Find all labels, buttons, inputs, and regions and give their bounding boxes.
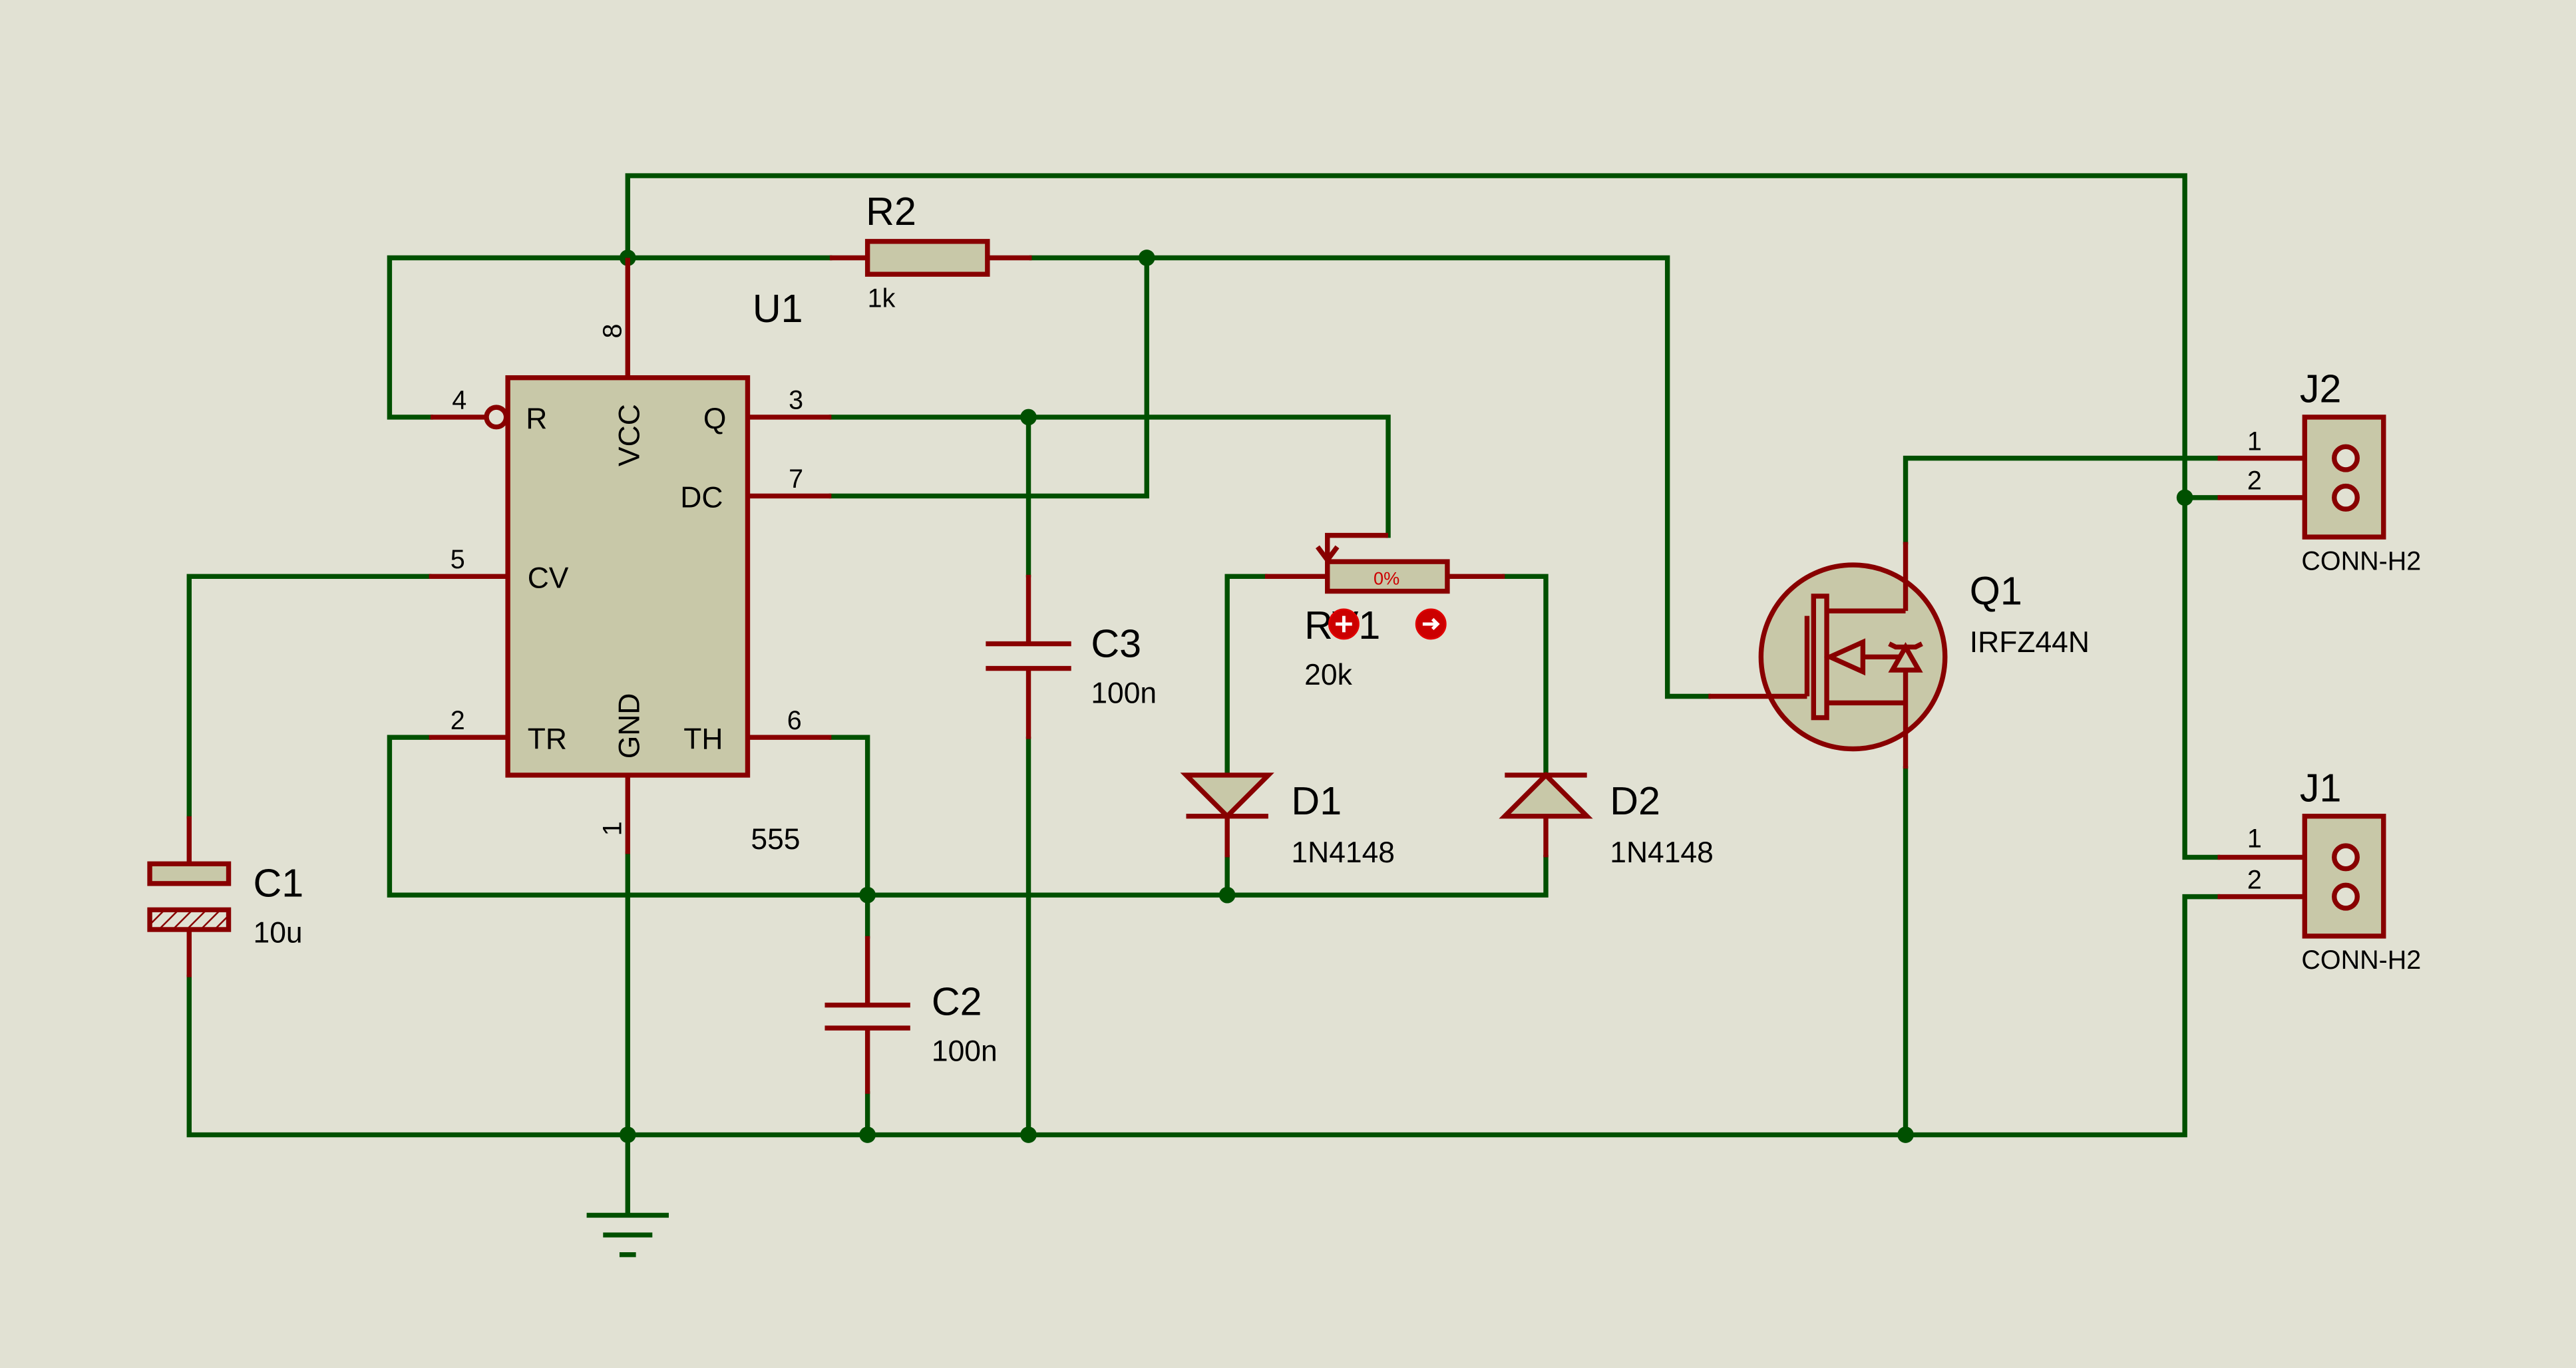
d2-ref: D2 xyxy=(1610,778,1660,823)
j1-pin2-terminal xyxy=(2332,882,2360,911)
c2-ref: C2 xyxy=(932,979,982,1023)
wire-out-to-pot xyxy=(828,415,1391,538)
c3-value: 100n xyxy=(1091,677,1157,709)
d1-ref: D1 xyxy=(1291,778,1342,823)
wires xyxy=(186,173,2221,1215)
u1-pin-th-name: TH xyxy=(683,723,723,755)
rv1-decrease-icon[interactable] xyxy=(1328,608,1360,640)
u1-pin-tr-name: TR xyxy=(528,723,567,755)
rv1-wiper-percent: 0% xyxy=(1374,568,1399,589)
d1-diode[interactable]: D1 1N4148 xyxy=(1180,772,1395,869)
wire-r2-to-gate xyxy=(1029,255,1712,699)
wire-cv-to-c1 xyxy=(186,574,432,819)
q1-ref: Q1 xyxy=(1970,568,2022,613)
u1-pin-gnd-name: GND xyxy=(614,693,646,759)
j1-body xyxy=(2302,813,2386,939)
r2-value: 1k xyxy=(868,284,896,313)
u1-pin-reset-name: R xyxy=(526,403,547,435)
u1-pin-dc-num: 7 xyxy=(789,464,803,494)
j1-value: CONN-H2 xyxy=(2301,945,2421,975)
u1-pin-cv-name: CV xyxy=(528,562,569,595)
j2-pin2-terminal xyxy=(2332,483,2360,512)
rv1-wiper xyxy=(1325,532,1389,560)
u1-pin-th-num: 6 xyxy=(787,706,802,735)
c1-negative-plate xyxy=(147,907,232,932)
wire-pot-left xyxy=(1224,574,1268,778)
d2-value: 1N4148 xyxy=(1610,836,1714,869)
c1-value: 10u xyxy=(254,917,303,949)
rv1-body xyxy=(1325,559,1450,594)
c3-capacitor[interactable]: C3 100n xyxy=(986,574,1157,739)
d2-diode[interactable]: D2 1N4148 xyxy=(1499,771,1714,869)
j1-pin2-num: 2 xyxy=(2247,865,2262,894)
r2-resistor[interactable]: R2 1k xyxy=(829,189,1032,313)
junction-dot xyxy=(1138,250,1155,266)
j2-pin1-num: 1 xyxy=(2247,427,2262,456)
u1-value: 555 xyxy=(751,823,800,856)
j2-connector[interactable]: 1 2 J2 CONN-H2 xyxy=(2217,367,2421,576)
j2-body xyxy=(2302,415,2386,540)
j1-ref: J1 xyxy=(2300,765,2342,810)
junction-dot xyxy=(619,1126,636,1143)
junction-dot xyxy=(1218,886,1236,904)
c2-value: 100n xyxy=(932,1035,998,1067)
u1-ref: U1 xyxy=(753,286,803,331)
rv1-increase-icon[interactable] xyxy=(1415,608,1447,640)
u1-pin-out-num: 3 xyxy=(789,386,803,415)
j1-connector[interactable]: 1 2 J1 CONN-H2 xyxy=(2217,765,2421,975)
wire-dc-node xyxy=(828,255,1149,499)
j2-pin1-terminal xyxy=(2332,444,2360,472)
d1-value: 1N4148 xyxy=(1291,836,1395,869)
u1-pin-out-name: Q xyxy=(703,403,727,435)
c2-capacitor[interactable]: C2 100n xyxy=(825,936,998,1094)
wire-pot-right xyxy=(1502,574,1549,778)
u1-pin-cv-num: 5 xyxy=(451,545,465,574)
q1-value: IRFZ44N xyxy=(1970,626,2090,659)
u1-pin-reset-num: 4 xyxy=(452,386,466,415)
q1-mosfet[interactable]: Q1 IRFZ44N xyxy=(1708,542,2090,769)
c3-ref: C3 xyxy=(1091,621,1141,665)
r2-body xyxy=(864,239,990,277)
junction-dot xyxy=(859,1126,876,1143)
ground-symbol[interactable] xyxy=(586,1212,669,1258)
junction-dot xyxy=(2176,489,2193,506)
junction-dot xyxy=(1020,409,1037,426)
u1-pin-vcc-num: 8 xyxy=(598,323,627,338)
wire-drain-to-j2 xyxy=(1903,455,2221,545)
wire-tr-loop xyxy=(387,735,1549,898)
j2-ref: J2 xyxy=(2300,367,2342,411)
junction-dot xyxy=(859,886,876,904)
u1-pin-tr-num: 2 xyxy=(451,706,465,735)
j2-pin2-num: 2 xyxy=(2247,466,2262,496)
j2-value: CONN-H2 xyxy=(2301,546,2421,576)
junction-dot xyxy=(1020,1126,1037,1143)
wire-top-rail xyxy=(625,173,2221,860)
r2-ref: R2 xyxy=(866,189,916,234)
wire-vcc-left-loop xyxy=(387,255,630,420)
c1-ref: C1 xyxy=(254,861,304,906)
c1-positive-plate xyxy=(147,861,232,886)
j1-pin1-num: 1 xyxy=(2247,824,2262,854)
u1-pin-gnd-num: 1 xyxy=(598,821,627,836)
u1-reset-inversion-bubble xyxy=(484,405,509,430)
wire-th-to-c2 xyxy=(828,735,870,939)
u1-timer[interactable]: U1 555 4 R 8 VCC 3 Q 7 DC 5 CV 2 TR 1 GN… xyxy=(429,257,832,856)
wire-c1-to-gnd xyxy=(186,894,2221,1138)
junctions xyxy=(619,250,2193,1143)
rv1-value: 20k xyxy=(1304,659,1352,691)
c1-capacitor[interactable]: C1 10u xyxy=(147,816,304,977)
u1-pin-dc-name: DC xyxy=(680,482,723,514)
j1-pin1-terminal xyxy=(2332,843,2360,872)
u1-pin-vcc-name: VCC xyxy=(614,404,646,466)
junction-dot xyxy=(1897,1126,1914,1143)
rv1-potentiometer[interactable]: 0% RV1 20k xyxy=(1264,532,1505,692)
